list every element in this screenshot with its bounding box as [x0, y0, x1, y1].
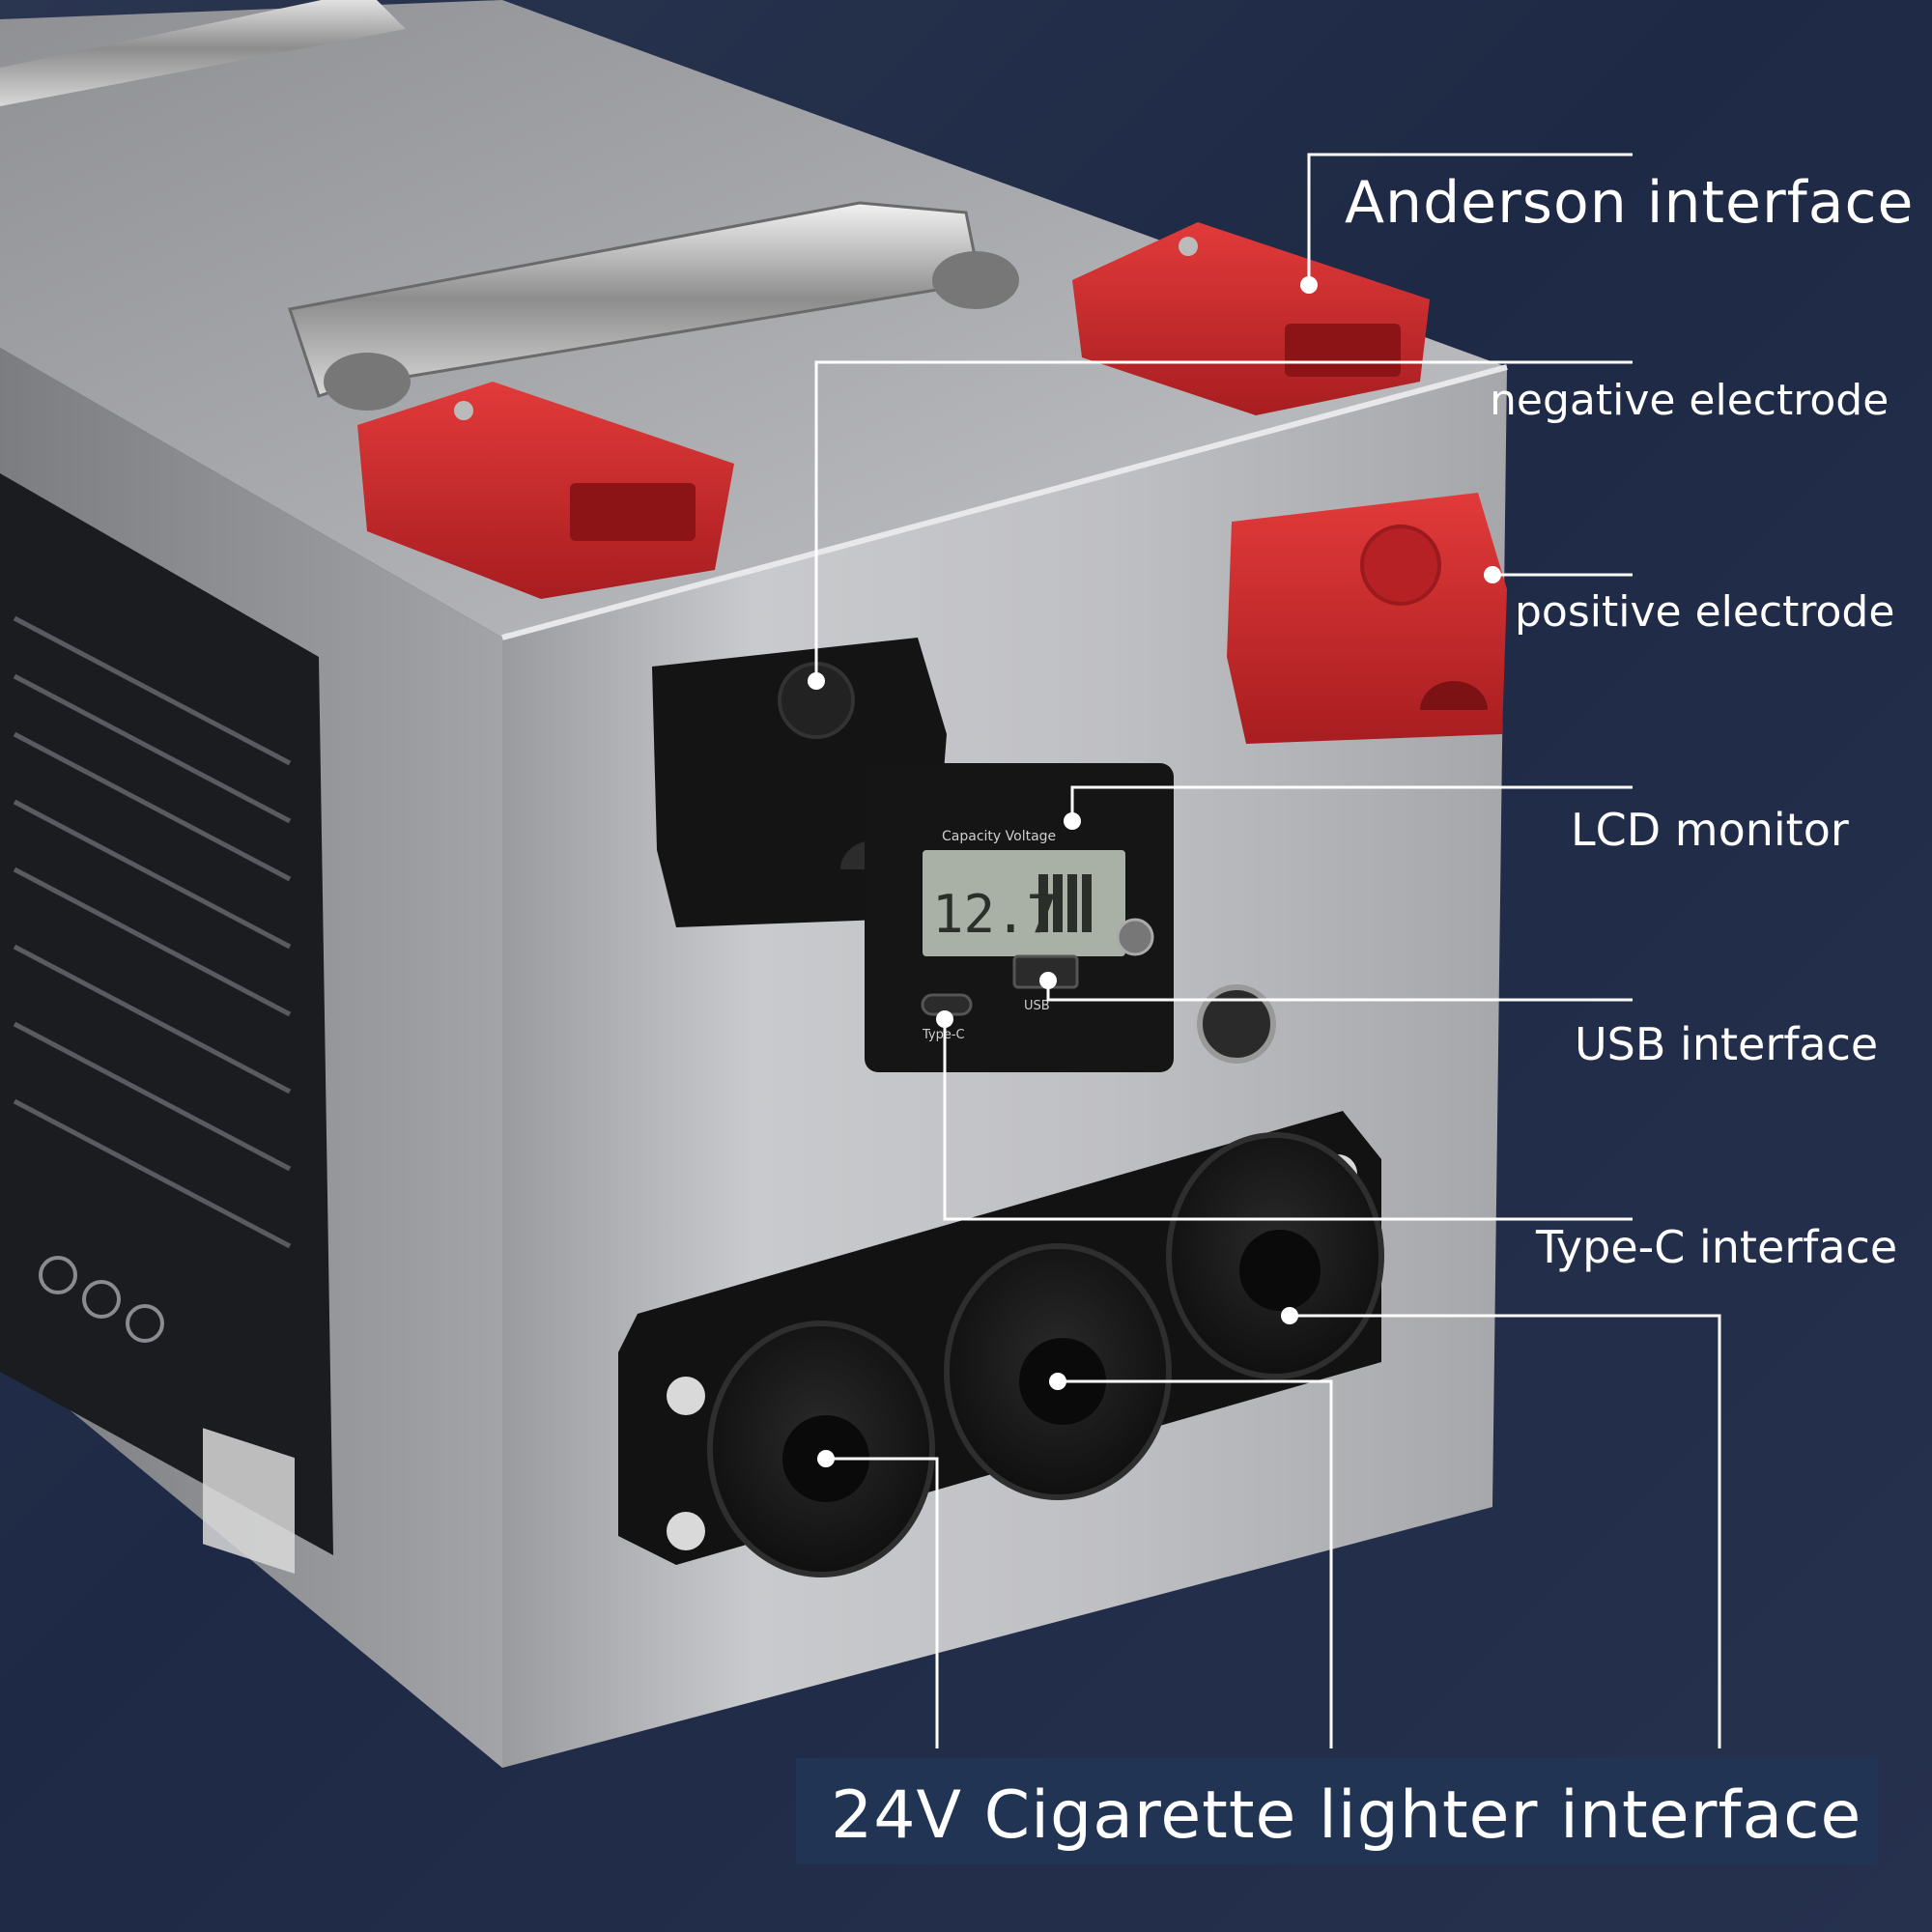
- leader-cig-1: [826, 1457, 939, 1748]
- main-power-switch[interactable]: [1197, 984, 1276, 1064]
- label-anderson-interface: Anderson interface: [1345, 169, 1915, 237]
- certification-icons: [39, 1256, 164, 1343]
- leader-negative: [814, 360, 1633, 681]
- label-lcd-monitor: LCD monitor: [1571, 804, 1849, 856]
- leader-lcd: [1070, 785, 1633, 821]
- label-positive-electrode: positive electrode: [1515, 587, 1895, 637]
- cigarette-socket-1[interactable]: [707, 1321, 935, 1577]
- lcd-voltage-reading: 12.7: [932, 884, 1058, 945]
- typec-port-label: Type-C: [922, 1028, 965, 1042]
- rear-handle: [0, 0, 406, 106]
- barcode-icon: [203, 1428, 295, 1575]
- front-handle: [288, 201, 978, 398]
- label-usb-interface: USB interface: [1575, 1018, 1879, 1070]
- lcd-capacity-bars: [1038, 874, 1092, 932]
- leader-cig-2: [1058, 1379, 1333, 1748]
- handle-mount-left: [324, 353, 411, 411]
- leader-cig-3: [1290, 1314, 1721, 1748]
- usb-port-label: USB: [1024, 999, 1050, 1013]
- callout-dots: [808, 276, 1501, 1467]
- label-negative-electrode: negative electrode: [1490, 376, 1889, 425]
- label-typec-interface: Type-C interface: [1536, 1221, 1898, 1273]
- lcd-monitor-panel: Capacity Voltage 12.7 USB Type-C: [865, 763, 1174, 1072]
- spec-label-text-lines: [13, 615, 292, 1249]
- callout-leader-lines: [814, 153, 1721, 1748]
- positive-terminal: [1227, 493, 1507, 744]
- anderson-connector-left: [357, 382, 734, 599]
- bottom-label-banner: [796, 1758, 1878, 1864]
- battery-front-edge: [501, 364, 1508, 640]
- lcd-power-button[interactable]: [1116, 918, 1154, 956]
- handle-mount-right: [932, 251, 1019, 309]
- leader-anderson: [1307, 153, 1633, 285]
- lcd-header-text: Capacity Voltage: [942, 829, 1056, 844]
- cigarette-socket-2[interactable]: [944, 1243, 1172, 1500]
- cigarette-socket-3[interactable]: [1166, 1132, 1384, 1379]
- leader-typec: [943, 1019, 1633, 1221]
- label-cigarette-lighter-interface: 24V Cigarette lighter interface: [831, 1777, 1862, 1854]
